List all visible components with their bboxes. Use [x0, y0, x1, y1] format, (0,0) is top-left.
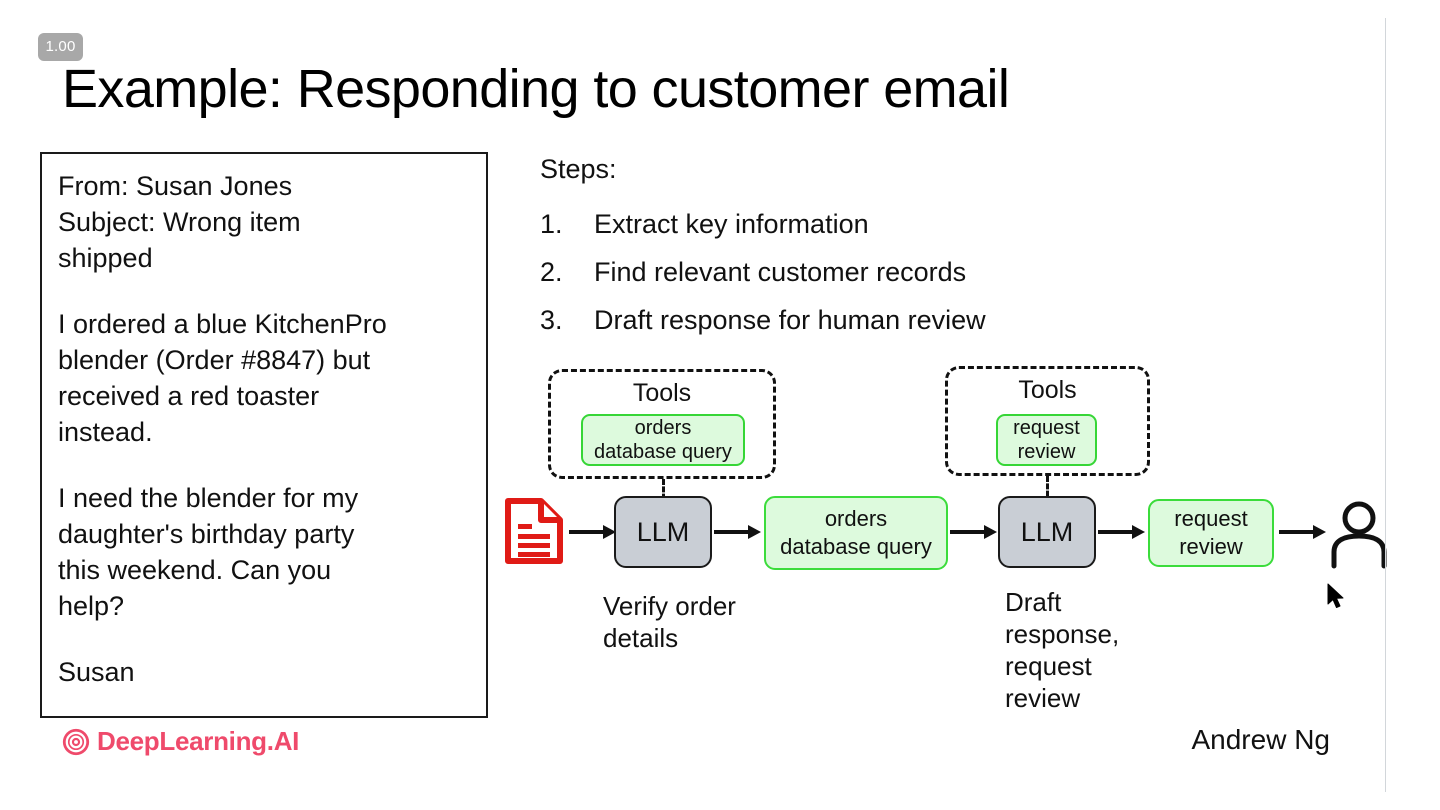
- step-number: 2.: [540, 257, 563, 287]
- mouse-cursor: [1327, 583, 1344, 608]
- person-icon: [1331, 501, 1387, 569]
- tool-chip-label: orders database query: [594, 417, 732, 463]
- logo-text: DeepLearning.AI: [97, 726, 300, 756]
- deeplearning-ai-logo[interactable]: DeepLearning.AI: [62, 726, 299, 757]
- tool-call-label: request review: [1174, 506, 1248, 559]
- agent-flow-diagram: Tools orders database query Tools reques…: [495, 360, 1395, 720]
- step-number: 1.: [540, 209, 563, 239]
- llm-node-1-caption: Verify order details: [603, 591, 736, 653]
- tools-to-llm-connector-1: [662, 479, 665, 507]
- steps-heading: Steps:: [540, 154, 617, 184]
- tools-group-1: Tools: [548, 369, 776, 479]
- document-icon: [505, 498, 563, 564]
- arrow-llm1-to-tool1: [714, 525, 761, 539]
- email-signature: Susan: [58, 657, 135, 687]
- email-body-2: I need the blender for my daughter's bir…: [58, 483, 359, 621]
- step-item-1: 1. Extract key information: [540, 200, 1100, 248]
- tool-call-node-request-review: request review: [1148, 499, 1274, 567]
- tool-chip-orders-database-query: orders database query: [581, 414, 745, 466]
- author-name: Andrew Ng: [1191, 724, 1330, 755]
- llm-node-1: LLM: [614, 496, 712, 568]
- tools-group-label: Tools: [632, 379, 692, 407]
- llm-node-2: LLM: [998, 496, 1096, 568]
- version-badge: 1.00: [38, 33, 83, 61]
- email-body-1: I ordered a blue KitchenPro blender (Ord…: [58, 309, 387, 447]
- viewer-right-rule: [1385, 18, 1386, 792]
- step-label: Draft response for human review: [594, 305, 986, 335]
- arrow-llm2-to-tool2: [1098, 525, 1145, 539]
- llm-node-label: LLM: [636, 516, 690, 547]
- step-label: Extract key information: [594, 209, 869, 239]
- step-label: Find relevant customer records: [594, 257, 967, 287]
- step-number: 3.: [540, 305, 563, 335]
- tool-chip-request-review: request review: [996, 414, 1097, 466]
- tool-call-label: orders database query: [780, 506, 932, 559]
- page-title: Example: Responding to customer email: [62, 59, 1010, 119]
- tools-group-2: Tools: [945, 366, 1150, 476]
- steps-block: Steps: 1. Extract key information 2. Fin…: [540, 152, 1100, 344]
- arrow-tool2-to-person: [1279, 525, 1326, 539]
- llm-node-label: LLM: [1020, 516, 1074, 547]
- tool-chip-label: request review: [1013, 417, 1080, 463]
- tools-group-label: Tools: [1018, 376, 1077, 404]
- tools-to-llm-connector-2: [1046, 476, 1049, 504]
- tool-call-node-orders-database-query: orders database query: [764, 496, 948, 570]
- step-item-2: 2. Find relevant customer records: [540, 248, 1100, 296]
- llm-node-2-caption: Draft response, request review: [1005, 587, 1120, 713]
- customer-email-card: From: Susan Jones Subject: Wrong item sh…: [40, 152, 488, 718]
- email-header: From: Susan Jones Subject: Wrong item sh…: [58, 171, 301, 273]
- spiral-logo-icon: [62, 728, 90, 755]
- arrow-doc-to-llm1: [569, 525, 616, 539]
- arrow-tool1-to-llm2: [950, 525, 997, 539]
- step-item-3: 3. Draft response for human review: [540, 296, 1100, 344]
